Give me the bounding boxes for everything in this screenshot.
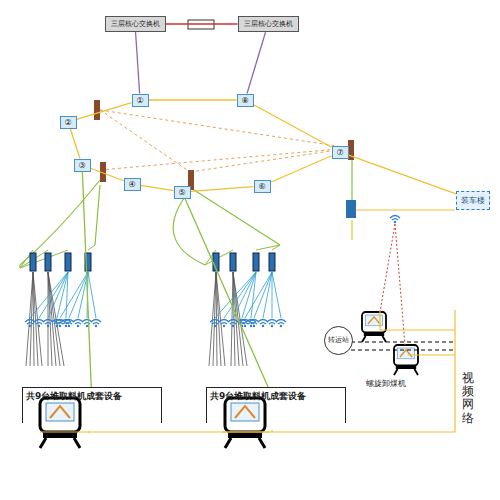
network-link [91, 168, 124, 180]
video-link [88, 210, 455, 432]
node-text: ⑥ [259, 182, 266, 191]
core-switch: 三层核心交换机 [238, 16, 299, 32]
network-link [254, 105, 332, 148]
node-text: ① [137, 96, 144, 105]
ring-switch: ⑤ [174, 186, 191, 199]
loading-station: 装车楼 [456, 191, 490, 210]
network-link [82, 172, 91, 388]
network-link [185, 199, 268, 388]
node-text: 转运站 [328, 335, 349, 345]
node-text: ⑦ [337, 148, 344, 157]
network-link [149, 99, 237, 100]
branch-fiber [20, 160, 352, 268]
network-link [166, 23, 238, 24]
node-text: ⑤ [179, 188, 186, 197]
ring-switch: ③ [74, 159, 91, 172]
network-link [247, 32, 266, 94]
network-link [77, 103, 132, 120]
node-text: 共9台堆取料机成套设备 [26, 390, 158, 403]
dashed-link [100, 110, 350, 172]
ring-switch: ② [60, 116, 77, 129]
network-link [271, 156, 332, 183]
transfer-station: 转运站 [324, 326, 353, 355]
network-label: 视频网络 [462, 372, 474, 425]
device-label: 螺旋卸煤机 [366, 378, 406, 389]
network-link [191, 187, 254, 192]
wireless-link [30, 272, 281, 318]
network-link [141, 185, 174, 190]
ring-switch: ⑧ [237, 94, 254, 107]
video-link [40, 431, 270, 432]
ring-switch: ⑥ [254, 180, 271, 193]
ring-switch: ④ [124, 178, 141, 191]
equipment-group: 共9台堆取料机成套设备 [206, 387, 346, 423]
core-switch: 三层核心交换机 [105, 16, 166, 32]
network-link [349, 155, 456, 194]
node-text: 三层核心交换机 [244, 19, 293, 29]
node-text: ② [65, 118, 72, 127]
node-text: ⑧ [242, 96, 249, 105]
node-text: 装车楼 [461, 195, 485, 206]
equipment-group: 共9台堆取料机成套设备 [22, 387, 162, 423]
node-text: ③ [79, 161, 86, 170]
node-text: 三层核心交换机 [111, 19, 160, 29]
media-converter [94, 100, 354, 190]
network-link [70, 129, 80, 159]
fiber-bundle [26, 272, 247, 366]
wireless-link [380, 224, 405, 345]
node-text: 共9台堆取料机成套设备 [210, 390, 342, 403]
ring-switch: ① [132, 94, 149, 107]
switch-icon [346, 200, 356, 218]
network-link [136, 32, 140, 94]
node-text: ④ [129, 180, 136, 189]
ring-switch: ⑦ [332, 146, 349, 159]
